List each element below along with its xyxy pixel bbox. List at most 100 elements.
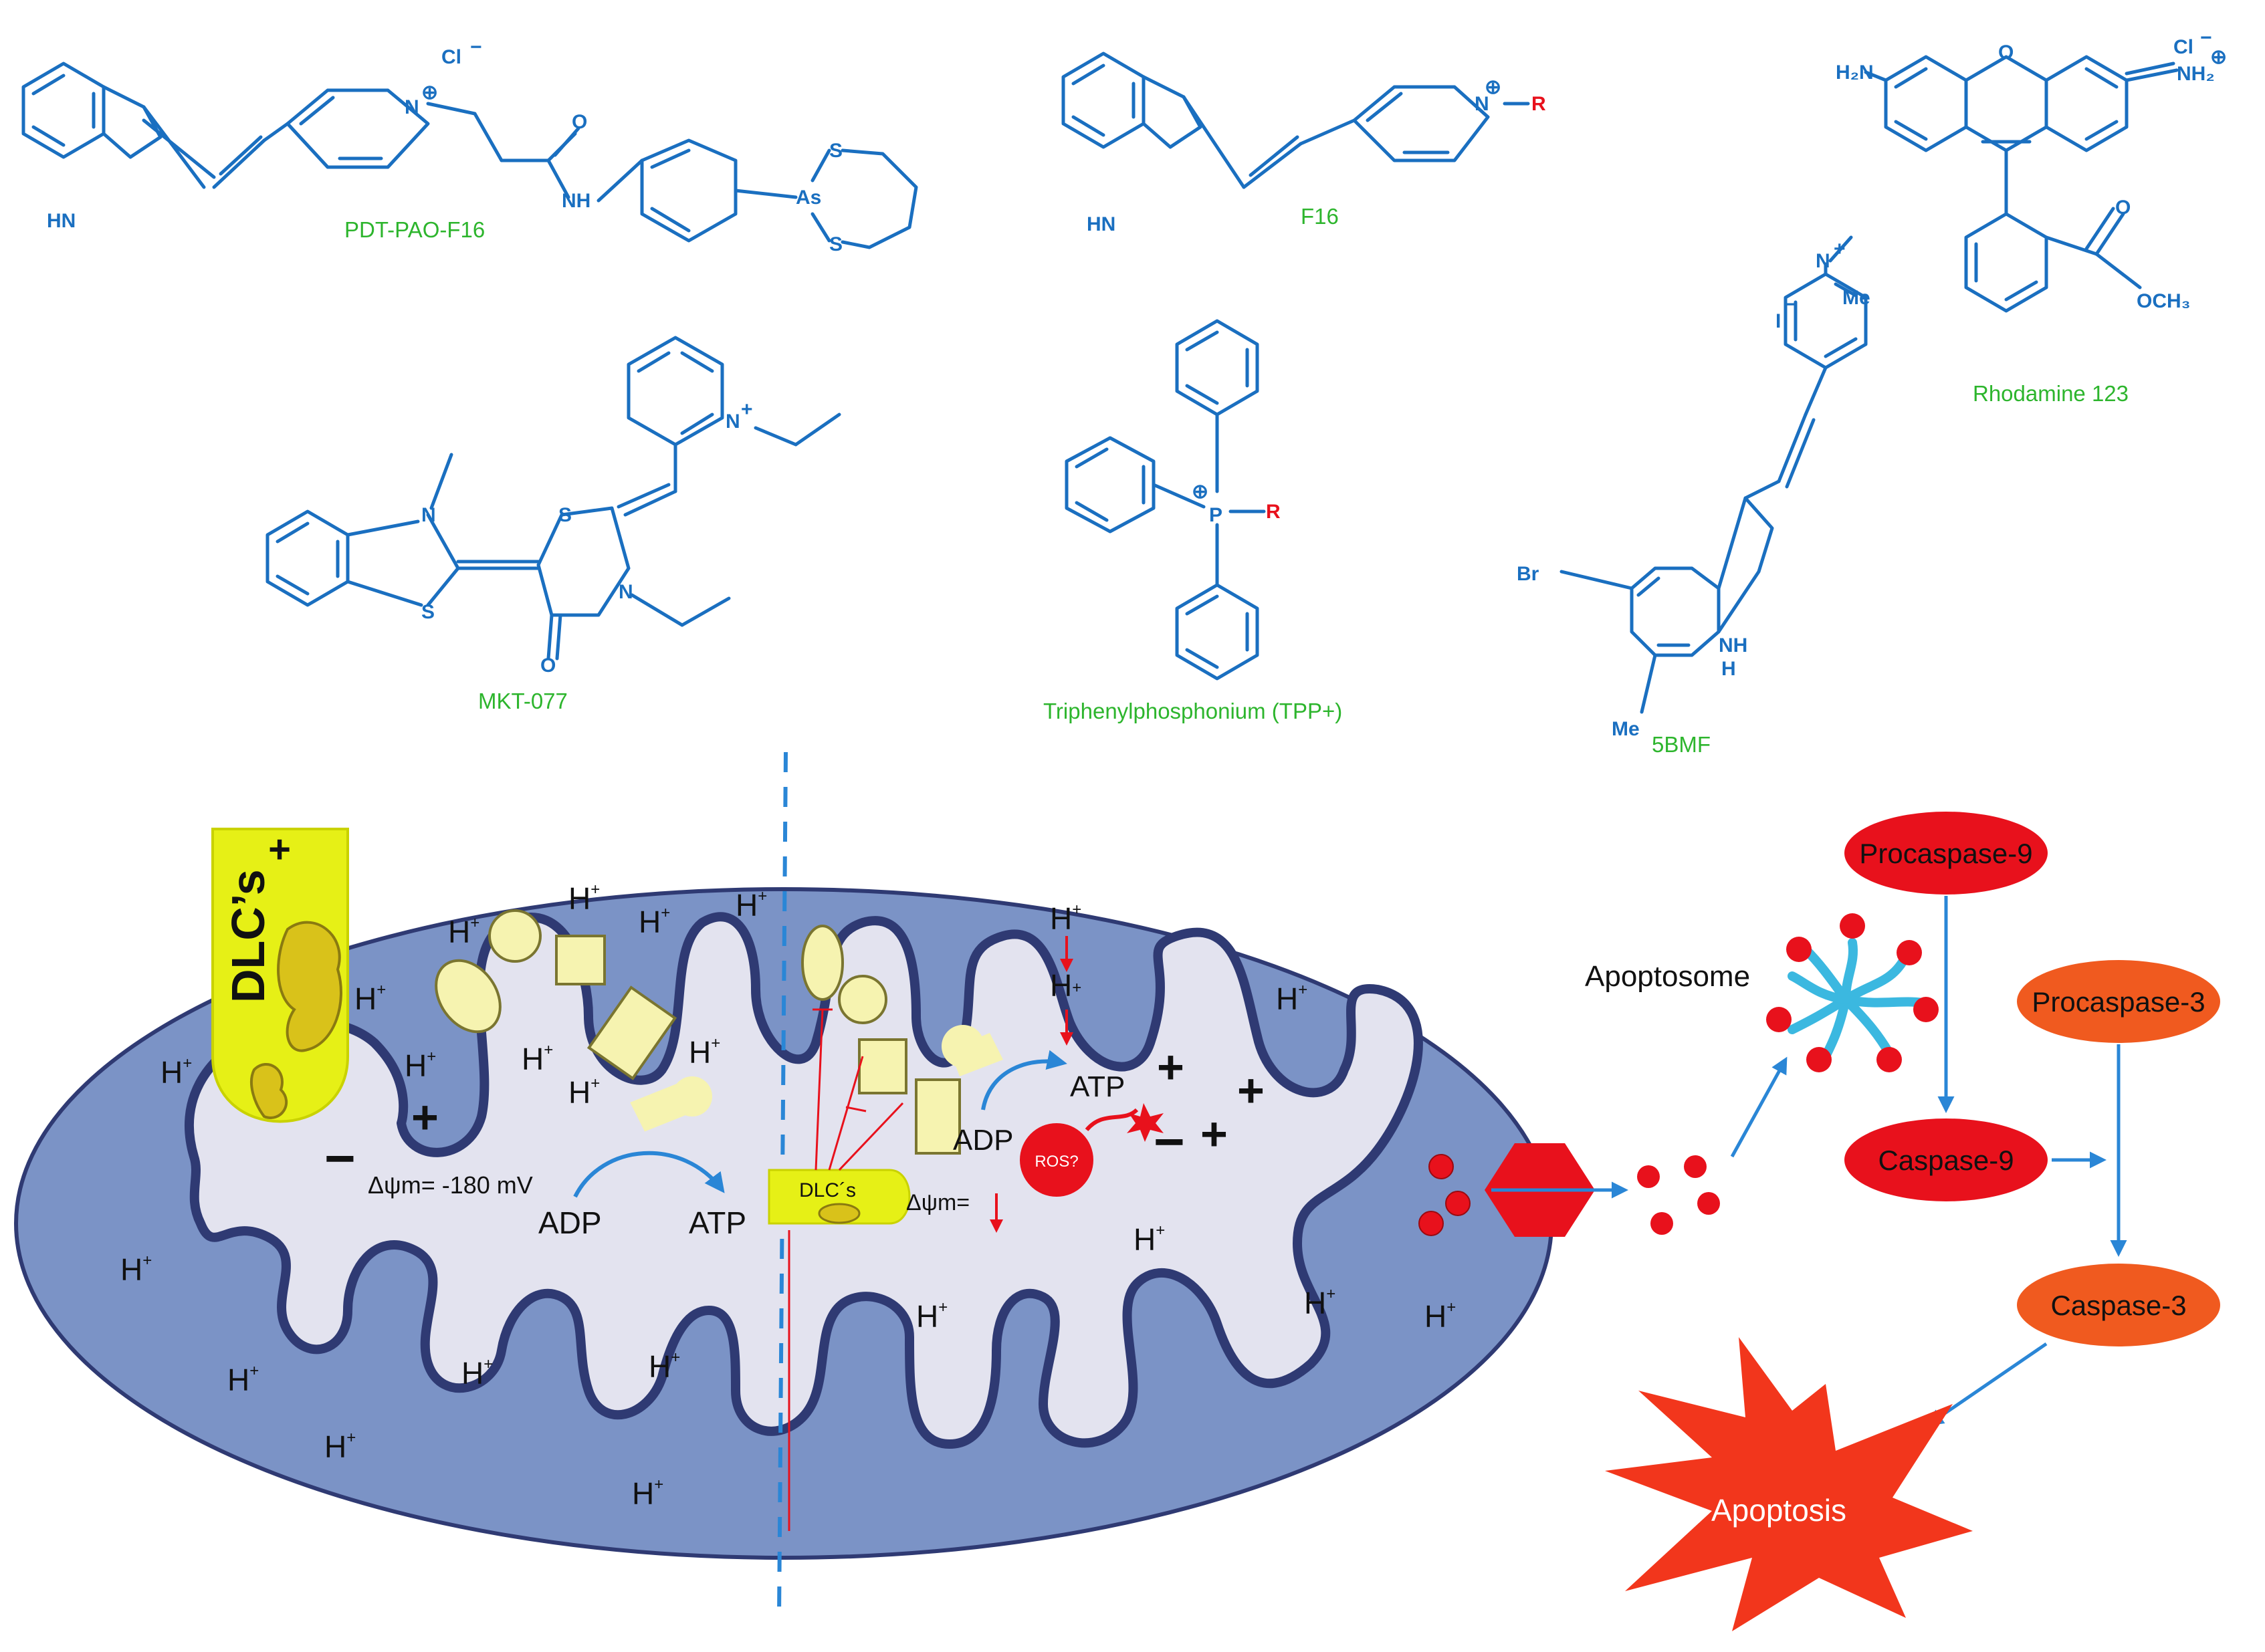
dlc-organism-icon — [277, 921, 342, 1052]
amide-o-label: O — [572, 111, 587, 133]
f16-nh-label: HN — [1087, 213, 1115, 235]
tpp-p-label: P — [1209, 504, 1222, 526]
compound-name-5bmf: 5BMF — [1652, 732, 1711, 757]
apoptosis-burst — [1605, 1337, 1973, 1631]
proton-label: H+ — [1276, 981, 1307, 1016]
f16-r-label: R — [1531, 93, 1546, 115]
caspase9-label: Caspase-9 — [1878, 1145, 2014, 1176]
dlc-capsule-small: DLC´s — [768, 1008, 911, 1531]
proton-label: H+ — [916, 1298, 948, 1334]
bmf-i-counterion: I — [1775, 310, 1781, 332]
adp-label-left: ADP — [538, 1205, 602, 1240]
compound-name-mkt-077: MKT-077 — [478, 689, 568, 713]
proton-label: H+ — [736, 887, 767, 923]
bmf-nh-label: NH — [1719, 634, 1747, 657]
compound-f16: HN N ⊕ R F16 — [1061, 51, 1546, 235]
compound-name-f16: F16 — [1301, 204, 1339, 229]
proton-label: H+ — [227, 1362, 259, 1397]
proton-label: H+ — [405, 1048, 436, 1083]
proton-label: H+ — [568, 880, 600, 916]
mkt077-s1-label: S — [421, 601, 435, 623]
atp-label-right: ATP — [1070, 1070, 1125, 1103]
mkt077-n1-label: N — [421, 504, 436, 526]
rhodamine-cl-charge: − — [2200, 27, 2212, 49]
proton-label: H+ — [568, 1074, 600, 1110]
ros-spark-icon — [1127, 1103, 1164, 1142]
compound-5bmf: N + Me I − Br NH H Me 5BMF — [1517, 235, 1870, 757]
membrane-plus-sign: + — [411, 1091, 439, 1143]
proton-labels: H+ H+ H+ H+ H+ H+ H+ H+ H+ H+ H+ H+ H+ H… — [120, 880, 1456, 1511]
procaspase3-label: Procaspase-3 — [2032, 986, 2205, 1018]
right-plus-sign-2: + — [1237, 1064, 1265, 1116]
rhodamine-carbonyl-o-label: O — [2115, 197, 2131, 219]
sulfur-2-label: S — [829, 233, 843, 255]
proton-label: H+ — [160, 1054, 192, 1090]
bmf-i-charge: − — [1786, 293, 1798, 316]
compound-tpp: P ⊕ R Triphenylphosphonium (TPP+) — [1043, 319, 1342, 723]
procaspase3-node — [2017, 960, 2220, 1043]
proton-label: H+ — [632, 1476, 663, 1511]
dlc-capsule-large: + DLC’s — [211, 828, 349, 1123]
proton-label: H+ — [324, 1429, 356, 1464]
left-bioenergetics: + − Δψm= -180 mV ADP ATP — [324, 1091, 746, 1240]
caspase9-node — [1844, 1118, 2048, 1201]
membrane-particles-left — [435, 909, 712, 1132]
proton-label: H+ — [639, 904, 670, 939]
rhodamine-h2n-label: H₂N — [1836, 62, 1874, 84]
bmf-br-label: Br — [1517, 563, 1539, 585]
caspase3-node — [2017, 1264, 2220, 1346]
proton-label: H+ — [649, 1348, 680, 1384]
proton-label: H+ — [1134, 1221, 1165, 1257]
proton-label: H+ — [354, 981, 386, 1016]
proton-label: H+ — [120, 1252, 152, 1287]
compound-name-tpp: Triphenylphosphonium (TPP+) — [1043, 699, 1342, 723]
rhodamine-plus-charge: ⊕ — [2210, 46, 2227, 68]
right-minus-sign: − — [1154, 1112, 1185, 1171]
n-plus-label: N — [405, 96, 419, 118]
compound-mkt-077: N S S N N + O MKT-077 — [265, 336, 841, 713]
tpp-plus-charge: ⊕ — [1192, 481, 1208, 503]
rhodamine-ring-o-label: O — [1998, 41, 2014, 64]
amide-nh-label: NH — [562, 190, 590, 212]
cytochrome-c-release — [1418, 1143, 1720, 1237]
proton-label: H+ — [1424, 1298, 1456, 1334]
tpp-r-label: R — [1266, 501, 1281, 523]
apoptosis-label: Apoptosis — [1711, 1493, 1846, 1528]
apoptosome: Apoptosome — [1585, 913, 1939, 1072]
mitochondrion: + DLC’s DLC´s — [14, 751, 1720, 1619]
sulfur-1-label: S — [829, 140, 843, 162]
membrane-minus-sign: − — [324, 1129, 356, 1188]
proton-label: H+ — [1304, 1285, 1335, 1320]
bmf-me-top-label: Me — [1842, 287, 1870, 309]
arsenic-label: As — [796, 187, 821, 209]
f16-n-plus-label: N — [1475, 93, 1489, 115]
proton-label: H+ — [461, 1355, 493, 1391]
compound-rhodamine-123: H₂N O NH₂ ⊕ Cl − O OCH₃ Rhodamine 123 — [1836, 27, 2227, 406]
dlc-small-label: DLC´s — [799, 1179, 856, 1201]
ros-bomb — [1020, 1123, 1093, 1197]
mkt077-plus-charge: + — [741, 398, 753, 421]
compound-name-pdt-pao-f16: PDT-PAO-F16 — [344, 217, 485, 242]
dlc-organism-icon-2 — [250, 1062, 288, 1119]
apoptosis-pathway: Apoptosome Procaspase-9 Procaspase-3 Cas… — [1585, 812, 2220, 1631]
cl-counterion-charge: − — [470, 36, 482, 58]
caspase3-label: Caspase-3 — [2050, 1290, 2186, 1321]
dlc-large-label: DLC’s — [222, 869, 274, 1003]
rhodamine-cl-counterion: Cl — [2173, 36, 2193, 58]
right-bioenergetics: H+ ATP ADP Δψm= ROS? + + + − — [906, 936, 1265, 1233]
rhodamine-nh2-label: NH₂ — [2177, 63, 2215, 85]
bmf-h-label: H — [1721, 658, 1736, 680]
rhodamine-och3-label: OCH₃ — [2137, 290, 2191, 312]
apoptosome-label: Apoptosome — [1585, 960, 1750, 993]
adp-atp-arrow-left — [573, 1151, 725, 1198]
f16-n-plus-charge: ⊕ — [1485, 76, 1501, 98]
membrane-particles-right — [801, 925, 1003, 1155]
mkt077-n-plus-label: N — [726, 410, 740, 433]
n-plus-charge: ⊕ — [421, 82, 438, 104]
compound-pdt-pao-f16: HN N ⊕ Cl − O NH As S S PDT-PAO-F16 — [21, 36, 918, 255]
bmf-n-plus-label: N — [1816, 250, 1830, 272]
membrane-potential-reduced: Δψm= — [906, 1190, 970, 1215]
dlc-large-charge: + — [268, 828, 291, 871]
membrane-potential-normal: Δψm= -180 mV — [368, 1171, 533, 1199]
adp-label-right: ADP — [953, 1124, 1013, 1157]
